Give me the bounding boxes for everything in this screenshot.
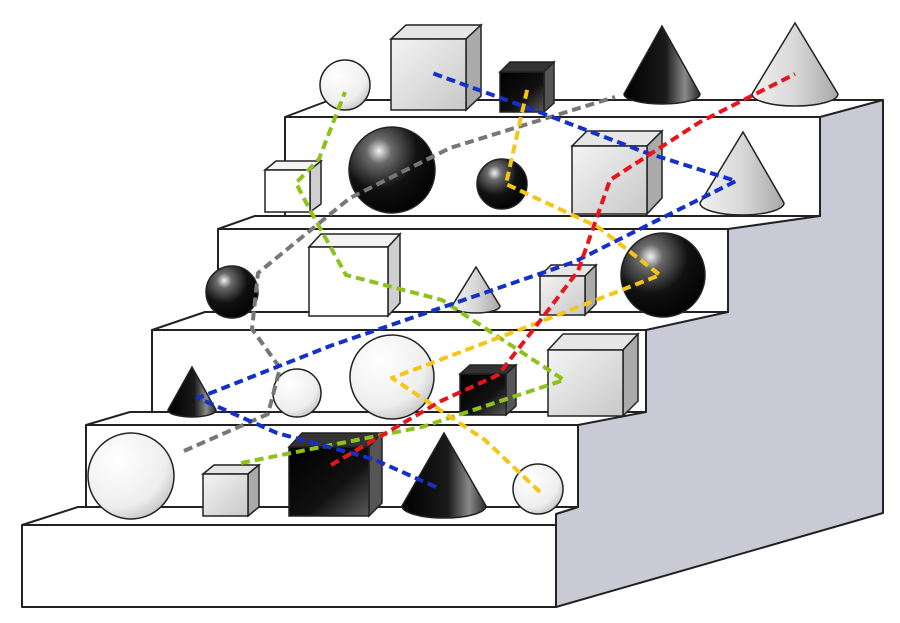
black-sphere-large-3: [620, 232, 706, 318]
gray-path: [183, 95, 616, 453]
dashed-paths: [183, 71, 796, 494]
gray-cube-1: [200, 463, 262, 518]
black-cone-2: [167, 365, 217, 418]
black-cube-1: [287, 431, 384, 518]
green-path: [240, 91, 566, 465]
black-cube-2: [458, 363, 518, 417]
black-cone-top: [623, 24, 701, 105]
objects-top-step: [319, 21, 839, 114]
white-cube-4: [262, 159, 324, 214]
black-cube-top: [498, 60, 556, 114]
objects-step-1: [87, 431, 564, 520]
step-1-riser: [21, 524, 557, 608]
black-sphere-large-4: [348, 126, 436, 214]
gray-cube-2: [546, 332, 640, 418]
yellow-path: [390, 85, 662, 494]
objects-step-2: [167, 332, 640, 420]
black-cone-1: [401, 431, 487, 519]
white-sphere-top: [319, 59, 371, 111]
red-path: [329, 72, 796, 467]
white-sphere-1: [87, 432, 175, 520]
white-sphere-small-2: [272, 368, 322, 418]
gray-cube-top: [389, 23, 483, 112]
black-sphere-3: [205, 265, 259, 319]
blue-path: [196, 71, 738, 489]
gray-cone-top: [751, 21, 839, 107]
gray-cone-4: [699, 130, 785, 216]
black-sphere-small-4: [476, 158, 528, 210]
step-4-tread: [217, 215, 821, 230]
objects-step-4: [262, 126, 785, 216]
white-cube-3: [307, 232, 402, 318]
